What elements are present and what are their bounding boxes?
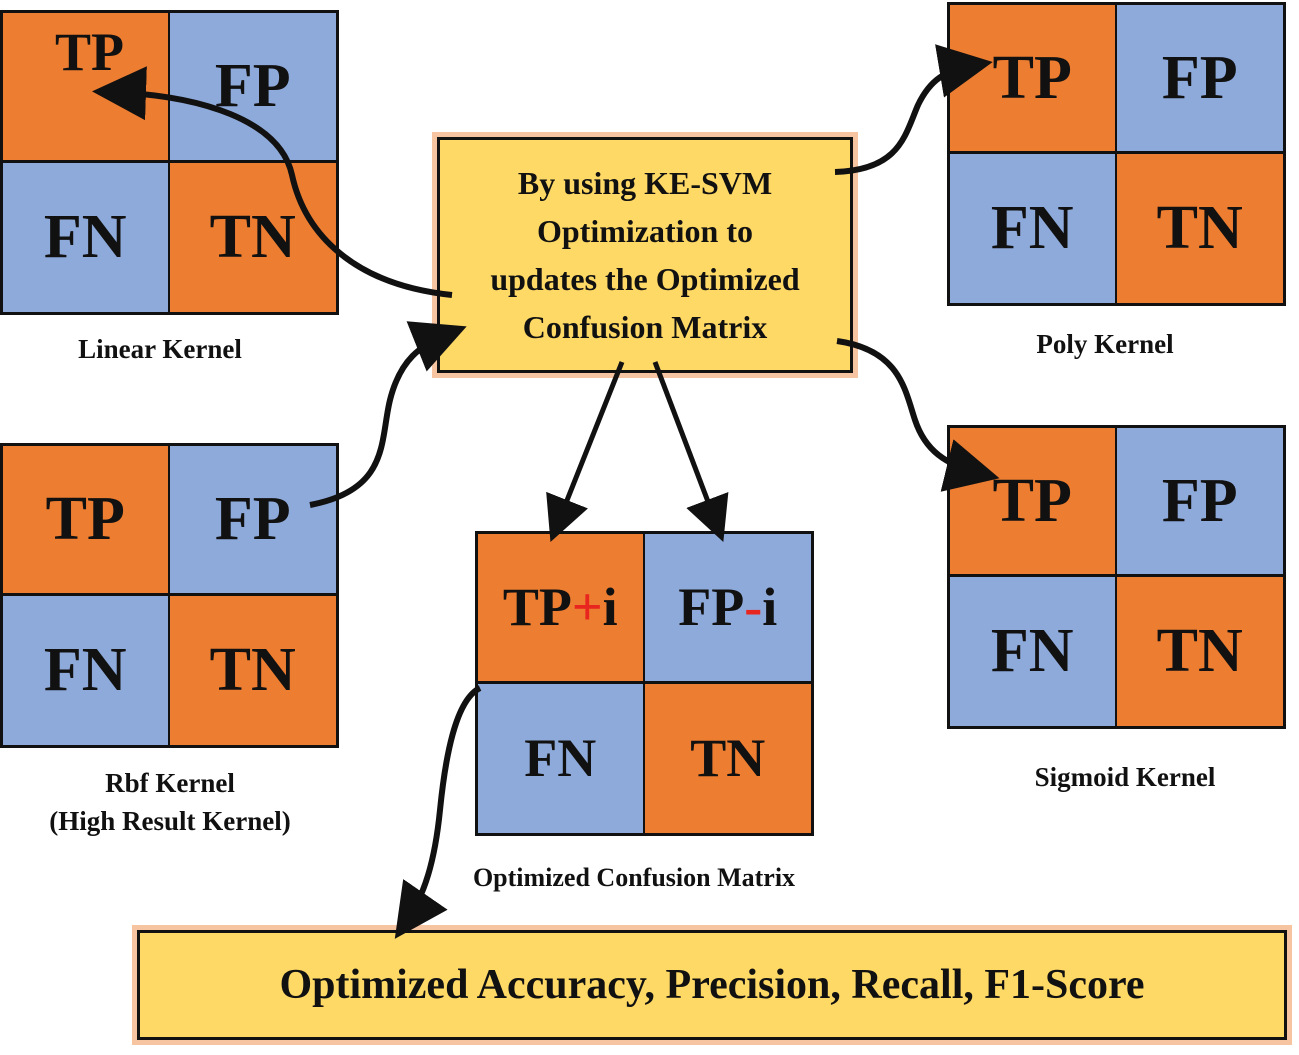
ke-svm-line-1: By using KE-SVM [517,165,773,201]
poly-fn-cell: FN [950,154,1117,303]
optimized-fp-label: FP [678,577,745,638]
arrow-to-optimized-tp [546,361,625,542]
optimized-metrics-text: Optimized Accuracy, Precision, Recall, F… [279,962,1145,1008]
sigmoid-fp-cell: FP [1116,428,1283,577]
arrow-to-optimized-fp [652,361,729,543]
rbf-tn-cell: TN [169,595,336,745]
sigmoid-kernel-caption: Sigmoid Kernel [1034,762,1216,792]
ke-svm-box-text: By using KE-SVM Optimization to updates … [490,159,799,351]
optimized-tp-label: TP [502,577,572,638]
optimized-tp-cell: TP+i [478,534,645,684]
sigmoid-tp-cell: TP [950,428,1117,577]
rbf-fp-cell: FP [169,446,336,596]
rbf-caption-line1: Rbf Kernel [105,768,235,798]
linear-kernel-matrix: TP FP FN TN [0,10,339,315]
poly-tp-cell: TP [950,5,1117,154]
optimized-tn-cell: TN [644,683,811,833]
linear-fp-cell: FP [169,13,336,163]
optimized-fp-suffix: i [762,577,778,638]
optimized-fp-cell: FP-i [644,534,811,684]
rbf-caption-line2: (High Result Kernel) [49,806,291,836]
optimized-matrix-caption: Optimized Confusion Matrix [472,863,796,892]
sigmoid-kernel-matrix: TP FP FN TN [947,425,1286,729]
linear-tn-cell: TN [169,162,336,312]
rbf-kernel-caption: Rbf Kernel (High Result Kernel) [10,764,330,840]
ke-svm-line-3: updates the Optimized [490,261,800,297]
rbf-fn-cell: FN [3,595,170,745]
linear-kernel-caption: Linear Kernel [78,334,242,364]
optimized-confusion-matrix: TP+i FP-i FN TN [475,531,814,836]
optimized-fn-cell: FN [478,683,645,833]
rbf-tp-cell: TP [3,446,170,596]
rbf-kernel-matrix: TP FP FN TN [0,443,339,748]
poly-fp-cell: FP [1116,5,1283,154]
linear-fn-cell: FN [3,162,170,312]
poly-tn-cell: TN [1116,154,1283,303]
optimized-metrics-box: Optimized Accuracy, Precision, Recall, F… [132,925,1292,1045]
ke-svm-line-4: Confusion Matrix [522,309,768,345]
poly-kernel-matrix: TP FP FN TN [947,2,1286,306]
sigmoid-tn-cell: TN [1116,577,1283,726]
plus-operator: + [571,577,603,638]
poly-kernel-caption: Poly Kernel [1036,329,1174,359]
linear-tp-cell: TP [3,13,170,163]
optimized-tp-suffix: i [602,577,618,638]
ke-svm-line-2: Optimization to [537,213,753,249]
sigmoid-fn-cell: FN [950,577,1117,726]
ke-svm-optimization-box: By using KE-SVM Optimization to updates … [432,132,858,378]
minus-operator: - [744,577,763,638]
